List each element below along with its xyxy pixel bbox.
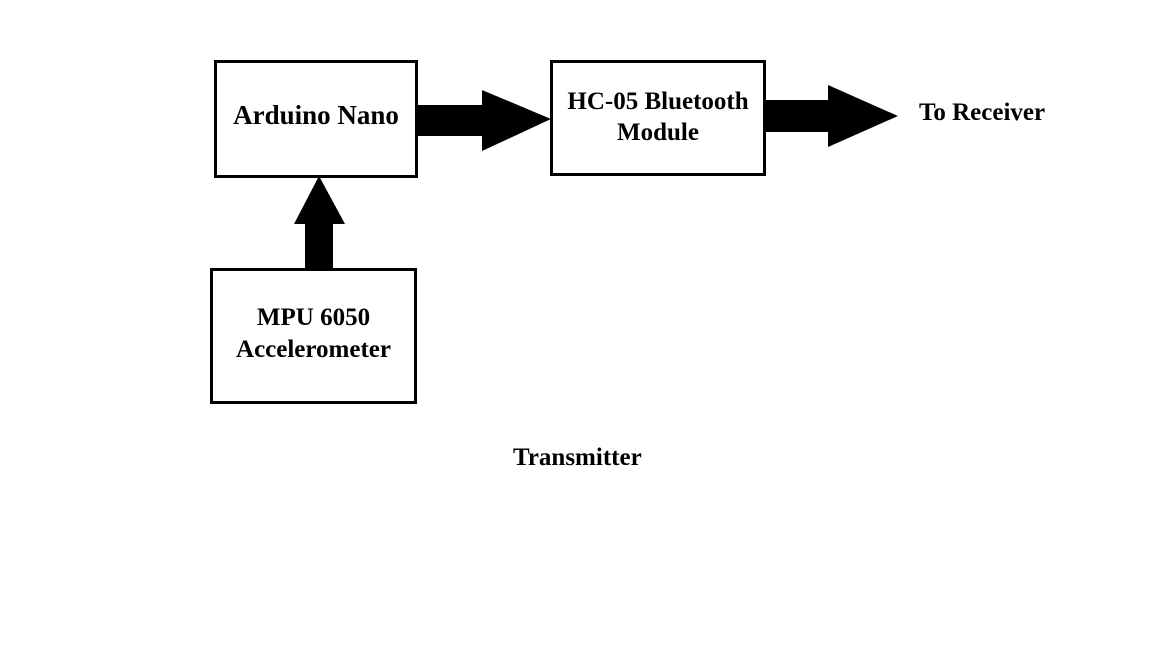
- arrow-mpu-to-arduino: [294, 176, 345, 269]
- hc05-label-line1: HC-05 Bluetooth: [567, 88, 749, 115]
- hc05-label-line2: Module: [617, 119, 699, 147]
- arrow-bluetooth-to-receiver: [764, 85, 898, 147]
- mpu6050-accelerometer-block: MPU 6050 Accelerometer: [210, 268, 417, 404]
- diagram-caption: Transmitter: [513, 444, 642, 471]
- arrow-arduino-to-bluetooth: [416, 90, 551, 151]
- hc05-bluetooth-block: HC-05 Bluetooth Module: [550, 60, 766, 176]
- mpu-label-line2: Accelerometer: [236, 335, 391, 363]
- arduino-nano-block: Arduino Nano: [214, 60, 418, 178]
- arduino-nano-label: Arduino Nano: [233, 100, 399, 130]
- to-receiver-label: To Receiver: [919, 99, 1046, 126]
- mpu-label-line1: MPU 6050: [256, 304, 371, 331]
